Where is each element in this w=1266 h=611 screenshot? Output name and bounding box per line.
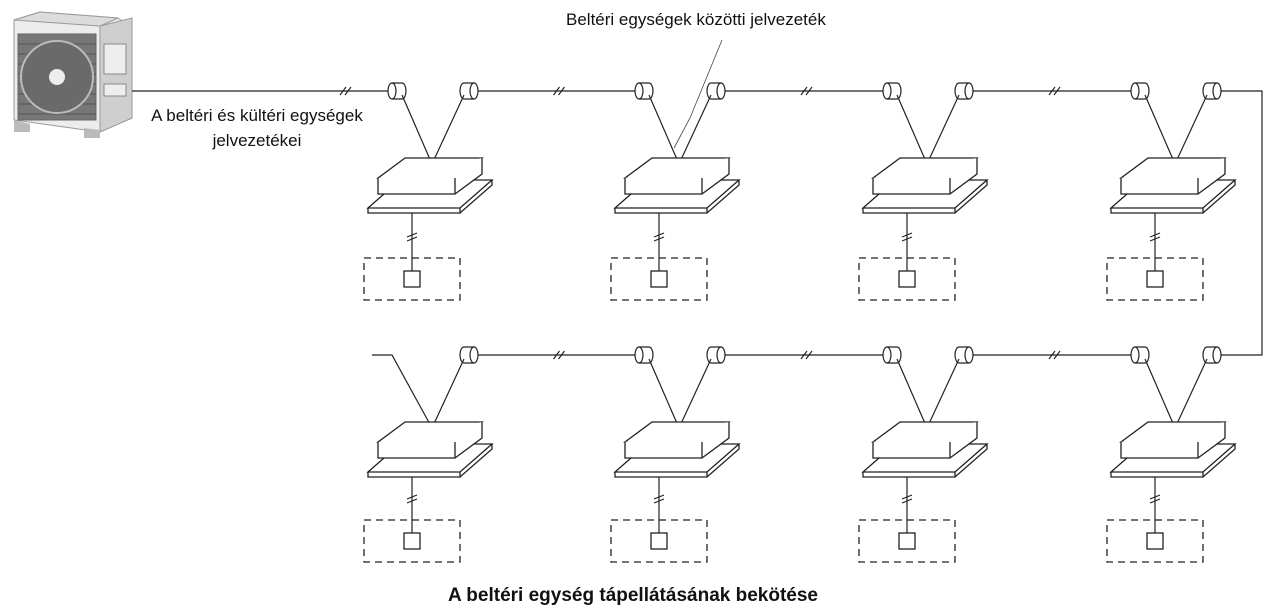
wire-break-controller-6 [653,494,665,504]
indoor-wiring-label: Beltéri egységek közötti jelvezeték [566,10,826,29]
wire-break-controller-7 [901,494,913,504]
diagram-caption: A beltéri egység tápellátásának bekötése [448,585,818,606]
indoor-unit-2 [613,157,741,214]
wired-controller-7 [858,519,956,563]
indoor-unit-1 [366,157,494,214]
wired-controller-5 [363,519,461,563]
wired-controller-6 [610,519,708,563]
connector-in-1 [387,82,407,100]
outdoor-wiring-label-line1: A beltéri és kültéri egységek [151,106,363,125]
outdoor-wiring-label-line2: jelvezetékei [212,131,302,150]
wire-break-controller-5 [406,494,418,504]
wire-break-controller-8 [1149,494,1161,504]
wire-break-2-3 [1048,350,1061,360]
wire-break-controller-2 [653,232,665,242]
wired-controller-3 [858,257,956,301]
wired-controller-4 [1106,257,1204,301]
wire-break-1-2 [800,86,813,96]
wired-controller-8 [1106,519,1204,563]
outdoor-wiring-label: A beltéri és kültéri egységek jelvezeték… [118,101,396,152]
wire-break-controller-1 [406,232,418,242]
indoor-unit-8 [1109,421,1237,478]
wire-break-controller-4 [1149,232,1161,242]
indoor-unit-5 [366,421,494,478]
wire-break-2-2 [800,350,813,360]
wired-controller-2 [610,257,708,301]
wire-break-2-1 [553,350,565,360]
wire-break-1-1 [553,86,565,96]
outdoor-unit-icon [13,11,133,138]
indoor-unit-4 [1109,157,1237,214]
wire-break-controller-3 [901,232,913,242]
wire-break-1-3 [1048,86,1061,96]
indoor-unit-6 [613,421,741,478]
wired-controller-1 [363,257,461,301]
indoor-unit-7 [861,421,989,478]
indoor-unit-3 [861,157,989,214]
